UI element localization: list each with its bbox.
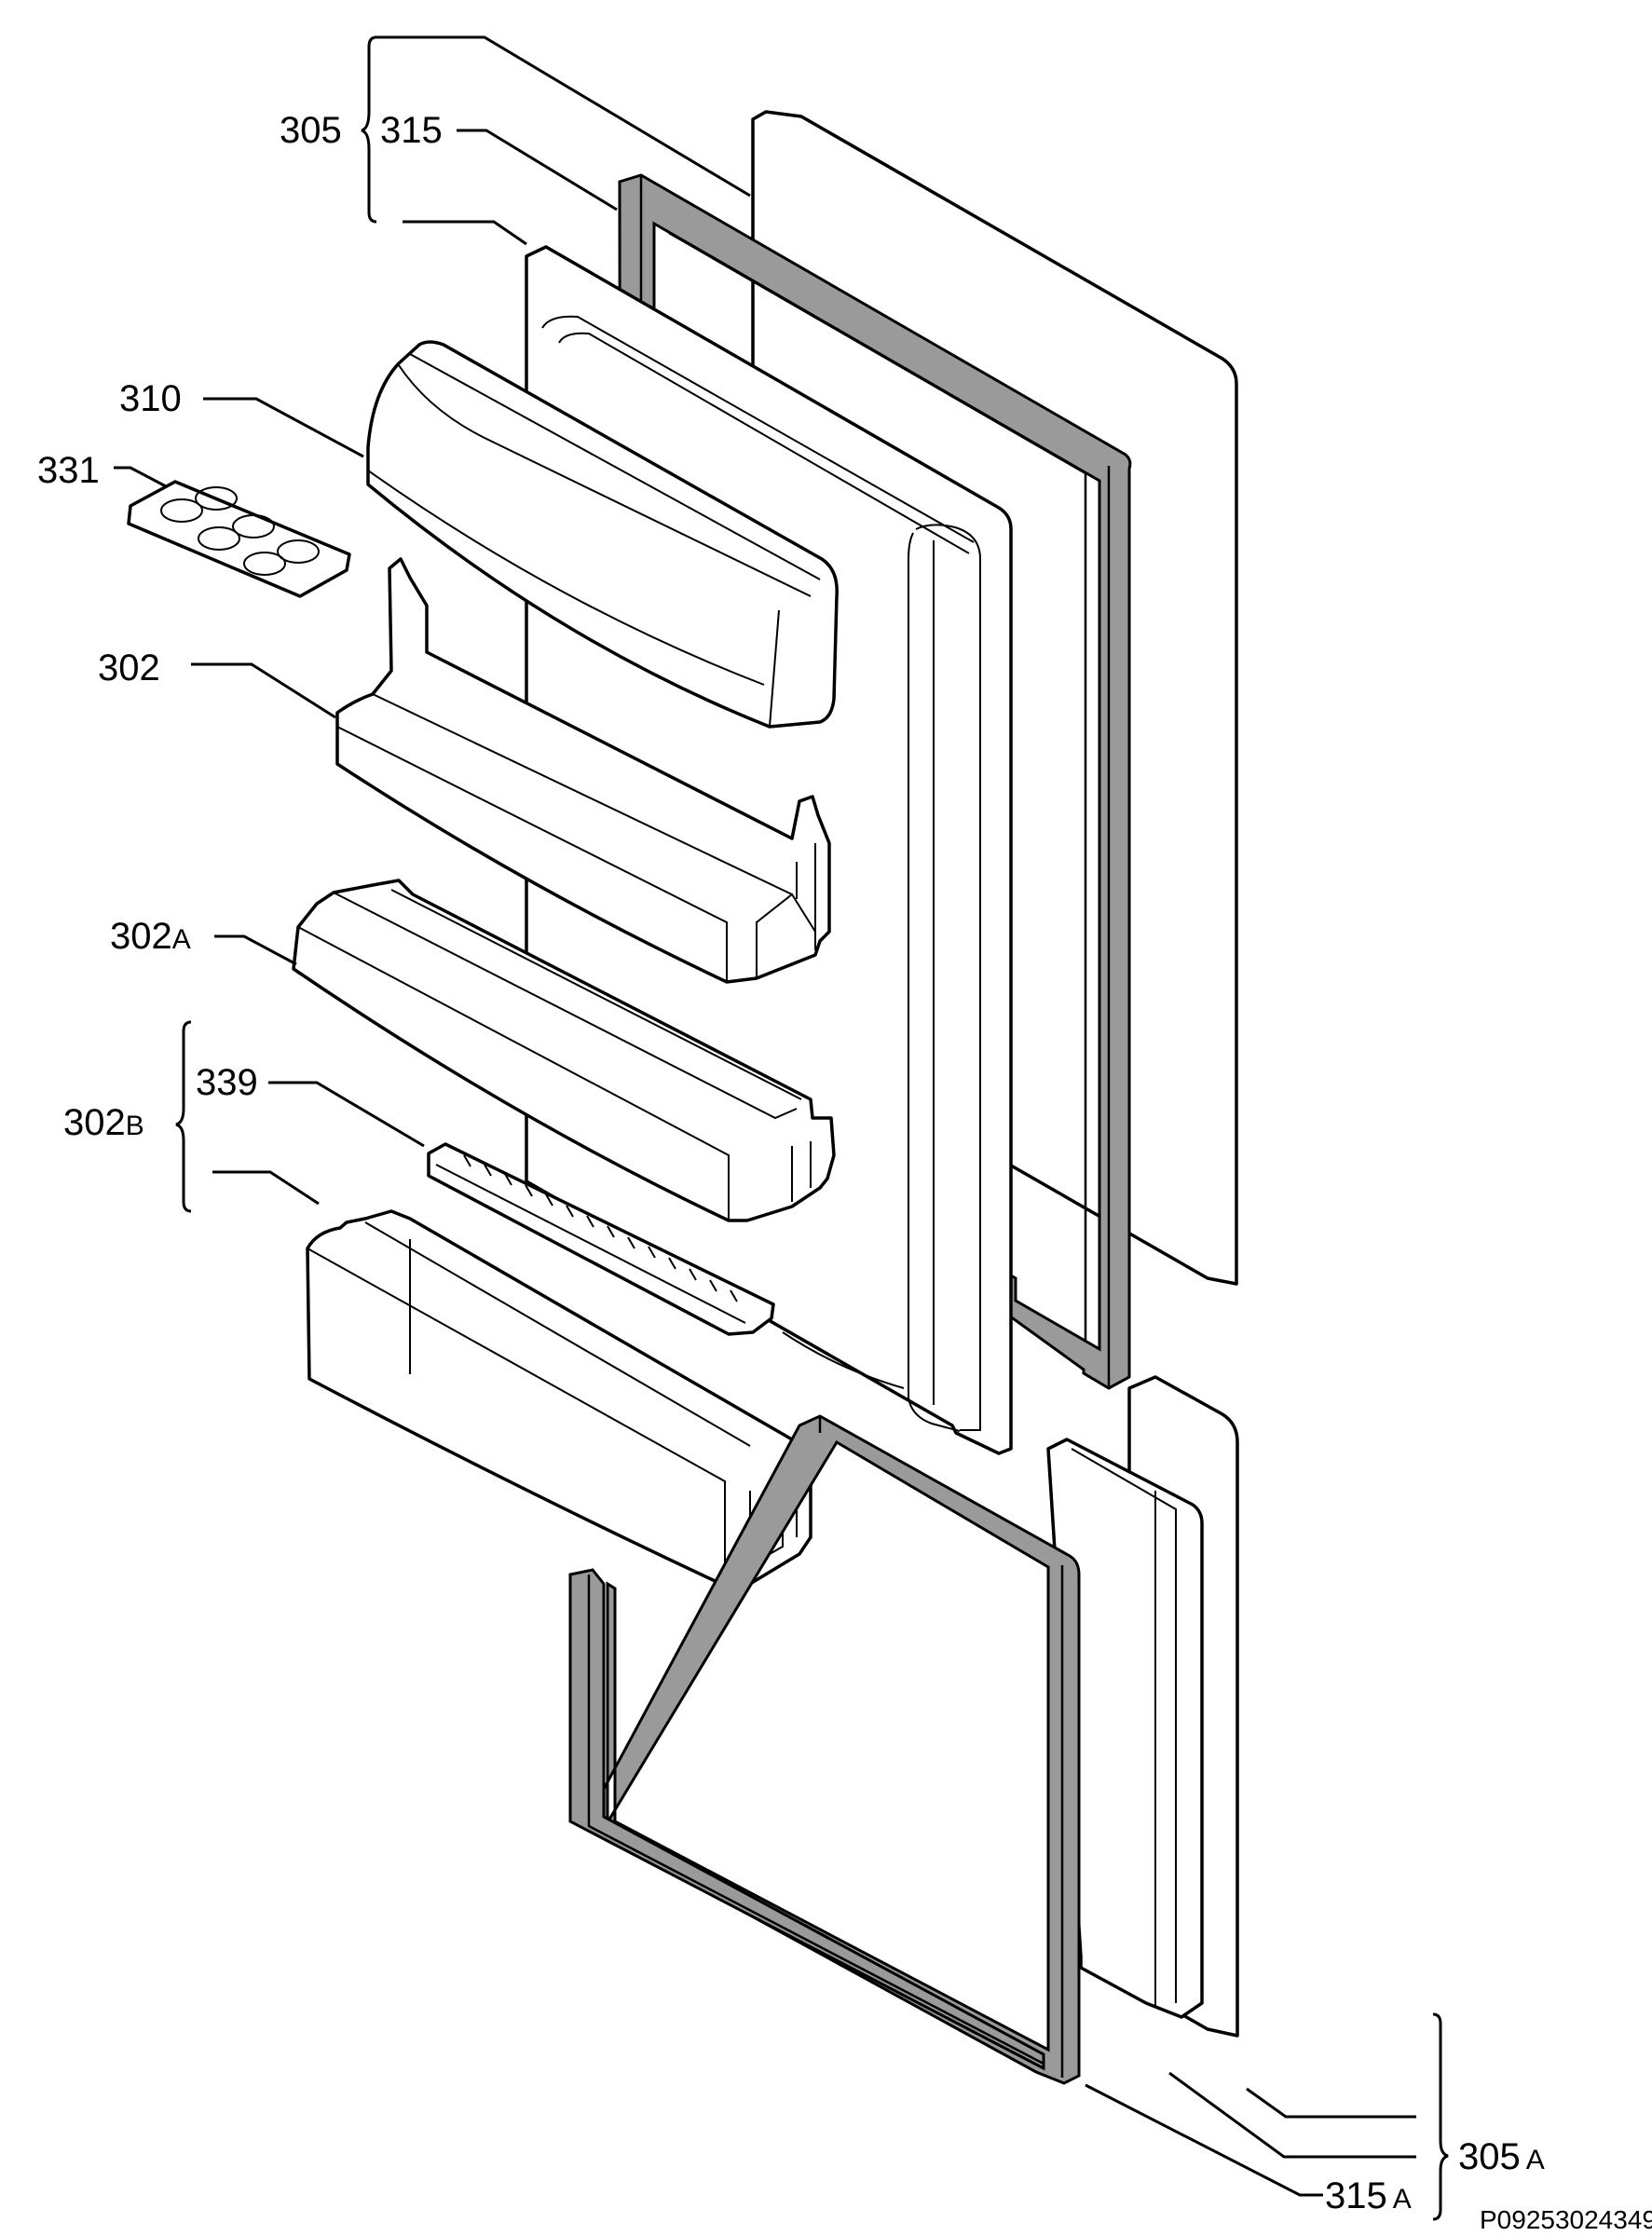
bottle-retainer-339	[427, 1142, 775, 1336]
label-305a-suffix: A	[1526, 2145, 1545, 2175]
label-315: 315	[380, 110, 443, 151]
label-305: 305	[280, 110, 342, 151]
braces	[175, 35, 1449, 2221]
label-339: 339	[196, 1062, 258, 1103]
door-shelf-302	[335, 557, 831, 984]
drawing-code: P09253024349	[1480, 2205, 1652, 2234]
label-302b: 302B	[63, 1102, 144, 1143]
door-shelf-302b	[306, 1209, 817, 1588]
label-315a-number: 315	[1325, 2175, 1387, 2216]
label-305a-number: 305	[1458, 2136, 1521, 2177]
lower-inner-door-liner	[1046, 1438, 1204, 2019]
label-302: 302	[98, 648, 160, 689]
label-302b-number: 302	[63, 1102, 126, 1143]
door-shelf-302a	[292, 879, 836, 1222]
label-302a: 302A	[110, 916, 191, 957]
label-302a-suffix: A	[172, 924, 191, 955]
leader-lines	[114, 35, 1416, 2197]
label-331: 331	[37, 450, 100, 491]
egg-tray-331	[127, 480, 351, 598]
label-302b-suffix: B	[126, 1111, 144, 1141]
label-302a-number: 302	[110, 916, 172, 957]
dairy-compartment-310	[366, 340, 839, 729]
lower-door-gasket-315a	[568, 1414, 1081, 2085]
label-315a-suffix: A	[1393, 2184, 1412, 2215]
label-310: 310	[119, 378, 182, 419]
